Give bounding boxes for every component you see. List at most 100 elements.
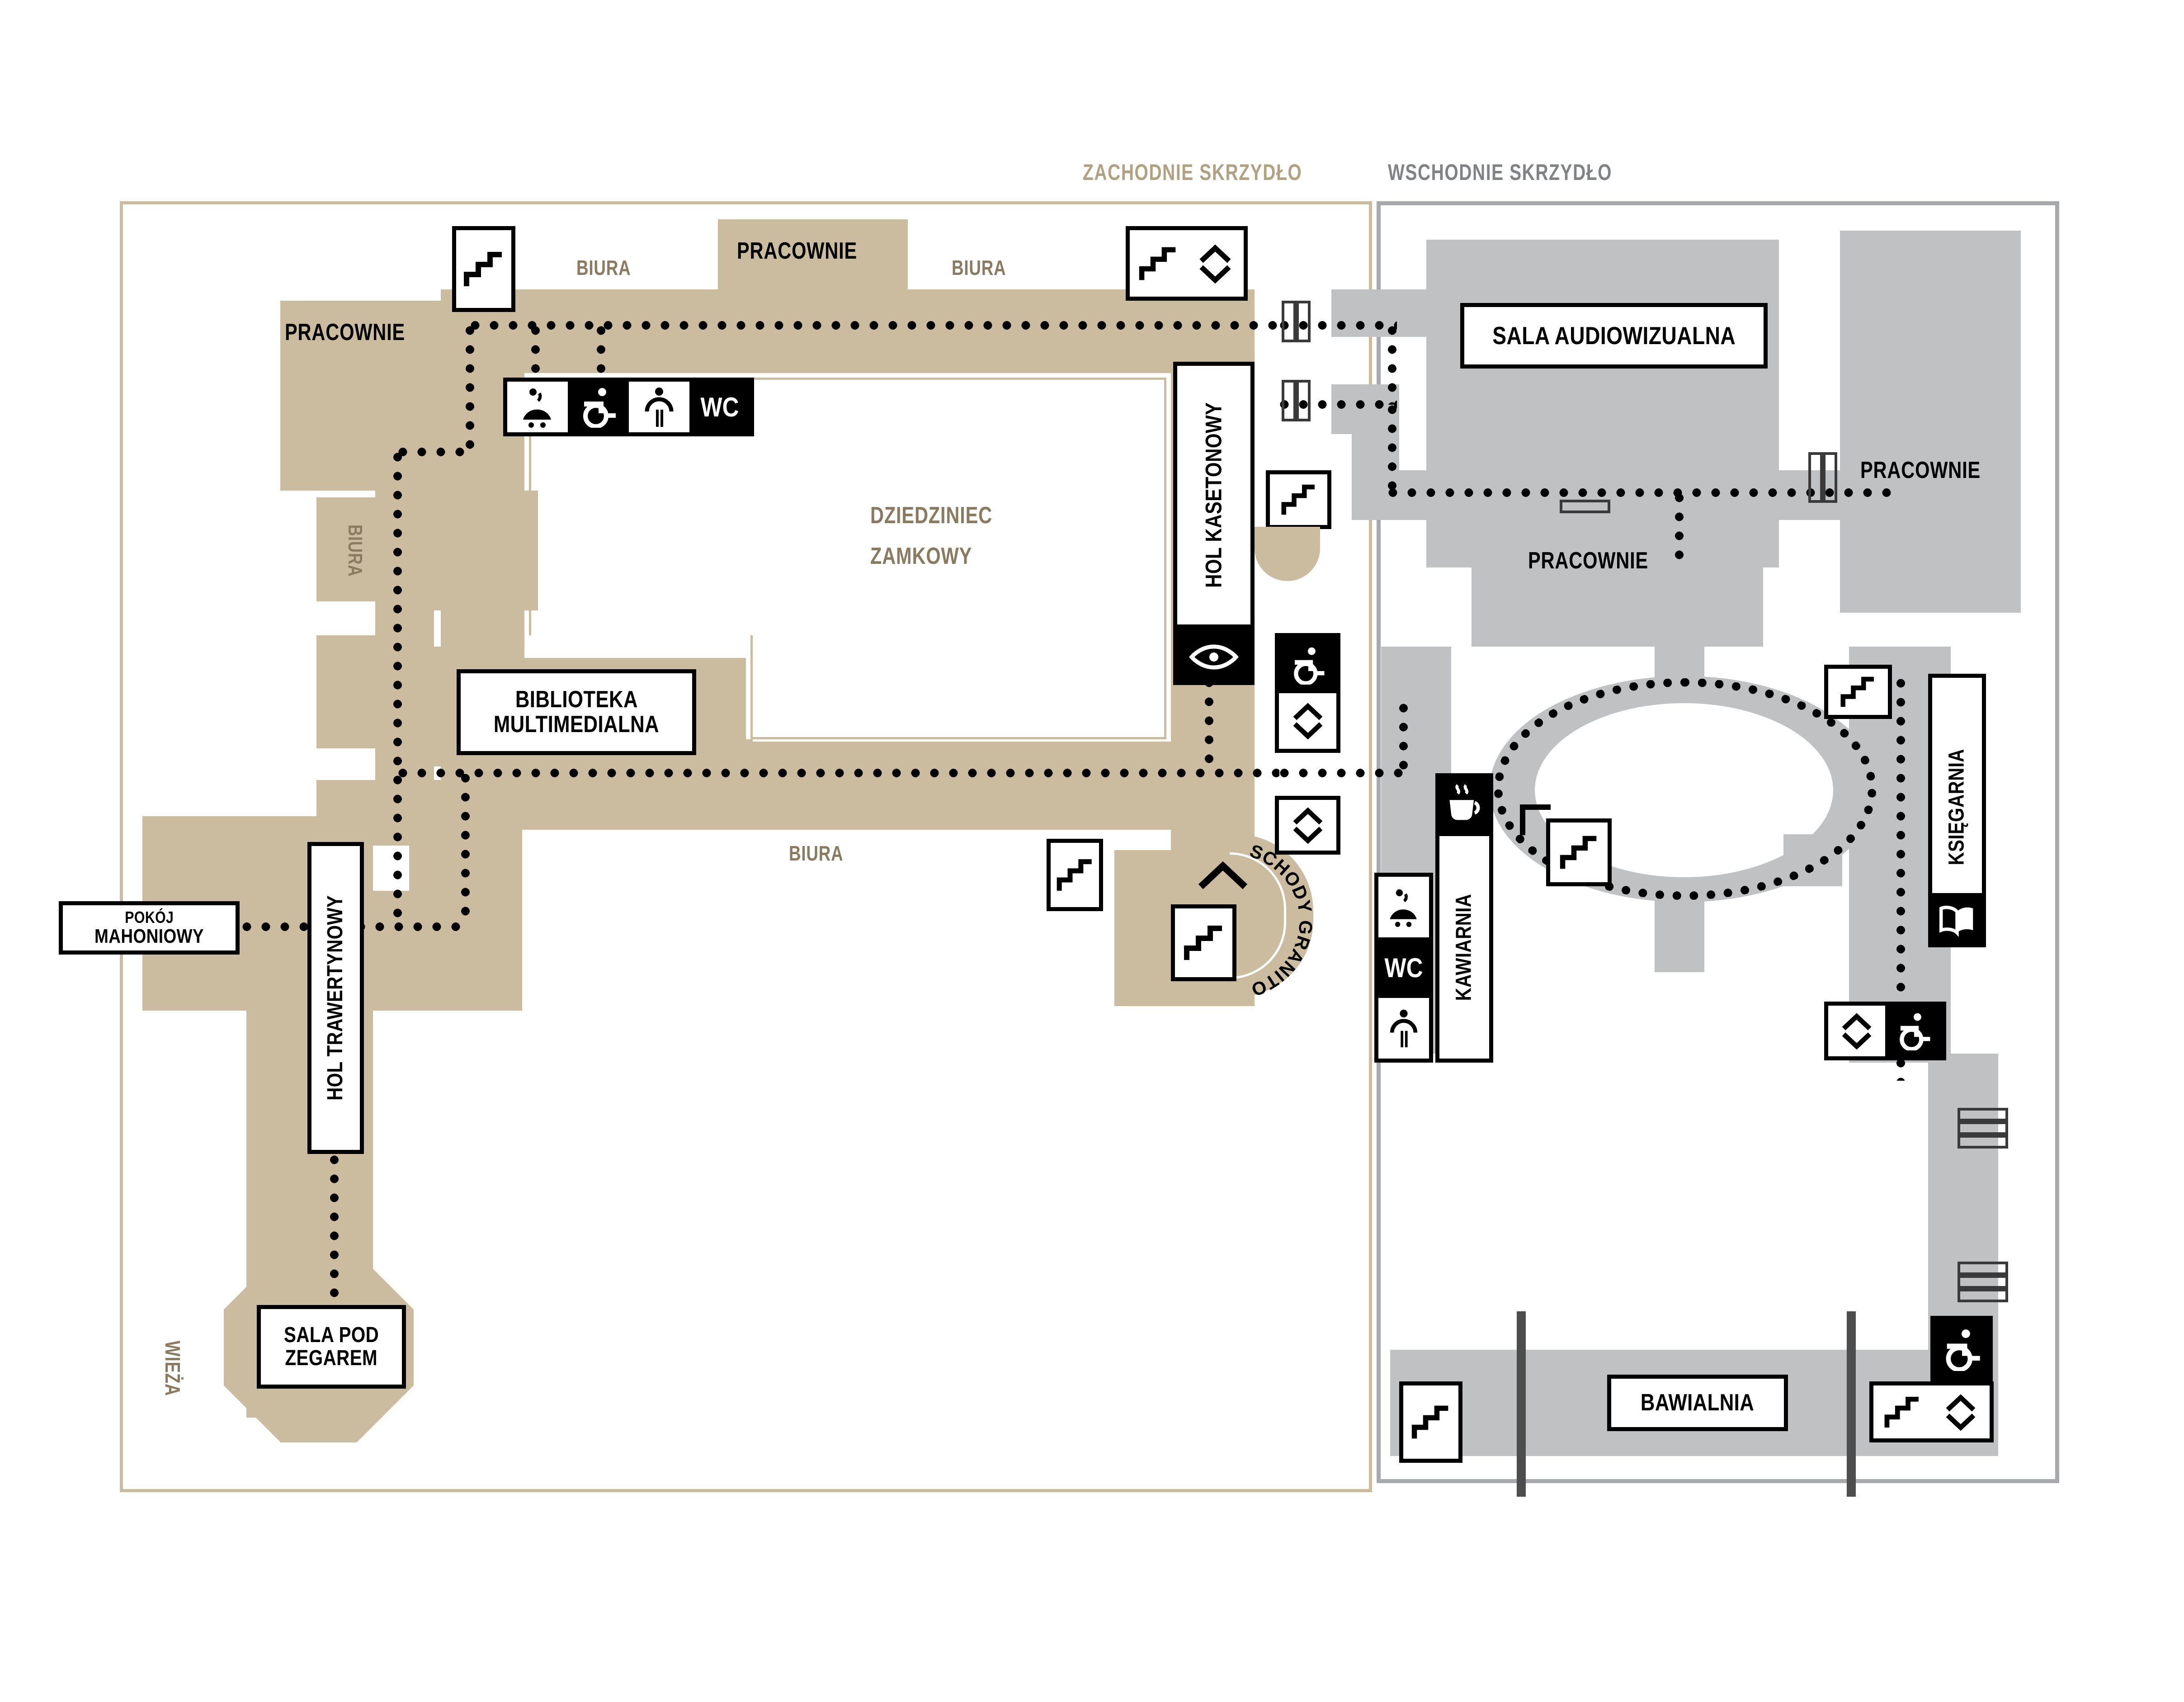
label-east-pracownie-lower: PRACOWNIE [1528,548,1649,574]
west-room-pracownie-top-stub-a [735,289,759,310]
east-wc-icon-group[interactable]: WC [1374,873,1433,1063]
east-room-pracownie-right [1840,231,2021,613]
route-wc-spur-b [597,321,605,396]
east-link-corridor-upper [1331,289,1429,337]
door-icon-pracownie-lower [1560,500,1610,513]
route-north-corridor [466,321,1277,330]
stairs-icon-schody-granitowe[interactable] [1171,904,1236,981]
west-wing-boundary [120,201,1372,1492]
elevator-icon-west-mid [1279,693,1336,749]
wheelchair-accessible-icon-bawialnia[interactable] [1930,1316,1993,1383]
door-icon-east-b3 [1958,1289,2008,1302]
svg-text:SCHODY GRANITOWE: SCHODY GRANITOWE [1198,837,1316,1001]
stairs-icon-east-ksiegarnia[interactable] [1824,665,1892,719]
west-wc-icon-group[interactable]: WC [503,378,754,436]
elevator-icon-east-mid [1828,1006,1885,1056]
west-room-lower-gap [373,846,409,891]
toilet-person-icon [1378,998,1429,1059]
label-biura-bottom: BIURA [789,842,844,865]
west-room-mid-a [434,491,538,610]
route-link-upper-v [1388,321,1396,405]
route-east-west-leg [1399,699,1408,775]
elevator-icon-west-lower[interactable] [1275,796,1340,855]
label-courtyard-line2: ZAMKOWY [870,543,972,569]
label-biura-top-left: BIURA [576,256,631,279]
label-schody-granitowe: SCHODY GRANITOWE [1198,837,1316,1001]
stairs-icon-bawialnia-left[interactable] [1399,1381,1462,1463]
door-icon-pracownie-b [1823,452,1837,503]
label-biura-side: BIURA [344,525,366,577]
label-wieza: WIEŻA [161,1341,184,1396]
west-room-biura-a [316,497,380,601]
wheelchair-elevator-group-west[interactable] [1275,633,1340,753]
route-to-hol-trawertynowy [461,769,470,925]
plaque-hol-kasetonowy[interactable]: HOL KASETONOWY [1173,362,1255,629]
west-room-pracownie-top [718,219,908,292]
wheelchair-accessible-icon [1279,637,1336,693]
elevator-icon-west-top [1187,230,1244,297]
route-wc-spur-a [531,321,540,396]
stairs-elevator-group-west-top[interactable] [1126,226,1248,301]
door-icon-east-a2 [1958,1121,2008,1135]
door-icon-mid-b [1296,380,1311,421]
stairs-icon-west-kasetonowy[interactable] [1266,470,1331,529]
elevator-wheelchair-group-east[interactable] [1824,1002,1946,1060]
route-east-north-corridor [1383,488,1899,497]
stairs-elevator-group-bawialnia[interactable] [1869,1381,1994,1442]
plaque-biblioteka-multimedialna[interactable]: BIBLIOTEKA MULTIMEDIALNA [457,669,696,755]
route-mid-corridor [393,769,1279,777]
stairs-icon-bawialnia-right [1873,1385,1932,1438]
bawialnia-partition-left [1517,1311,1526,1497]
west-room-lower-c [434,830,522,979]
wheelchair-accessible-icon [1885,1006,1942,1056]
plaque-pokoj-mahoniowy[interactable]: POKÓJ MAHONIOWY [59,901,240,955]
plaque-sala-audiowizualna[interactable]: SALA AUDIOWIZUALNA [1460,303,1768,369]
label-east-pracownie-right: PRACOWNIE [1860,457,1981,483]
plaque-hol-trawertynowy[interactable]: HOL TRAWERTYNOWY [307,842,364,1154]
route-link-upper-a [1275,321,1397,330]
route-link-lower-v [1388,400,1396,493]
viewpoint-eye-icon[interactable] [1173,629,1255,685]
west-room-biura-b [316,635,380,748]
stairs-icon-east-rotunda[interactable] [1546,818,1612,886]
west-room-pracownie-top-stub-b [861,289,886,310]
toilet-person-icon [628,382,689,432]
route-west-spine [393,448,402,927]
east-room-pracownie-lower [1472,520,1763,647]
bawialnia-partition-right [1847,1311,1856,1497]
door-icon-east-b2 [1958,1275,2008,1289]
baby-changing-icon [507,382,568,432]
door-icon-pracownie-a [1808,452,1823,503]
east-wing-title: WSCHODNIE SKRZYDŁO [1388,160,1613,185]
route-link-lower-a [1275,400,1397,409]
door-icon-mid-a [1282,380,1296,421]
wc-label-east: WC [1378,937,1429,998]
route-to-pracownie-lower [1675,488,1684,563]
route-left-jog [393,448,470,456]
route-ksiegarnia-leg [1896,674,1905,1081]
corner-tick-icon [1520,804,1551,835]
plaque-kawiarnia[interactable]: KAWIARNIA [1435,832,1493,1063]
door-icon-upper-b [1296,301,1311,342]
elevator-icon-bawialnia [1931,1385,1990,1438]
open-book-icon[interactable] [1928,893,1986,947]
plaque-sala-pod-zegarem[interactable]: SALA POD ZEGAREM [257,1305,406,1389]
wheelchair-accessible-icon [568,382,629,432]
door-icon-east-a1 [1958,1108,2008,1121]
route-left-descent [466,321,474,457]
plaque-bawialnia[interactable]: BAWIALNIA [1607,1375,1788,1431]
stairs-icon-west-top-left[interactable] [452,226,515,312]
door-icon-east-a3 [1958,1135,2008,1149]
baby-changing-icon [1378,877,1429,937]
stairs-icon-west-south[interactable] [1047,839,1103,911]
label-biura-top-right: BIURA [952,256,1006,279]
west-wing-title: ZACHODNIE SKRZYDŁO [1083,160,1302,185]
label-pracownie-top: PRACOWNIE [737,238,858,264]
west-spine-left [375,448,434,782]
coffee-cup-icon[interactable] [1435,773,1493,832]
wc-label: WC [689,382,750,432]
up-chevron-icon [1198,861,1248,889]
stairs-icon-west-top-right [1130,230,1187,297]
label-courtyard-line1: DZIEDZINIEC [870,502,992,529]
